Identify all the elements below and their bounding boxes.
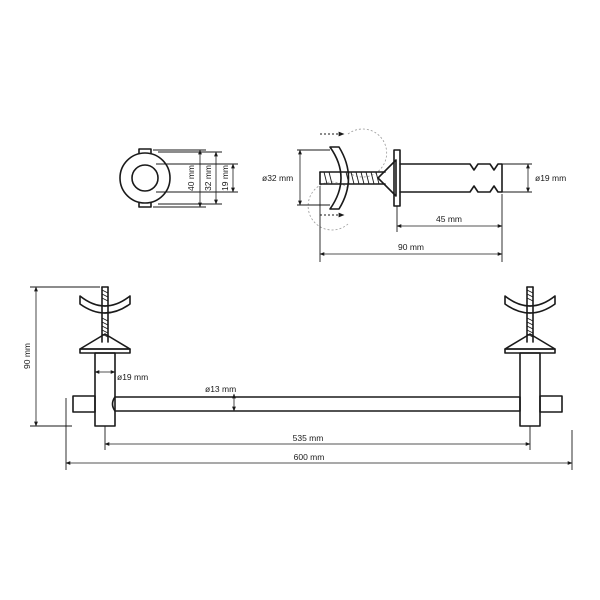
end-view: 40 mm 32 mm 19 mm <box>119 148 238 208</box>
dim-90-side-label: 90 mm <box>398 242 424 252</box>
left-bolt-threads <box>101 289 109 338</box>
end-view-inner-circle <box>131 164 159 192</box>
dim-19-label: 19 mm <box>220 165 230 191</box>
end-view-bottom-tab <box>138 202 152 208</box>
right-end-cap <box>539 395 563 413</box>
dim-600-label: 600 mm <box>294 452 325 462</box>
left-post <box>94 352 116 427</box>
ghost-circle-bottom <box>307 181 349 231</box>
end-view-outer-circle <box>119 152 171 204</box>
dim-13-dia-label: ø13 mm <box>205 384 236 394</box>
left-clamp-piece <box>79 295 131 314</box>
dim-19-dia-front-label: ø19 mm <box>117 372 148 382</box>
end-view-top-tab <box>138 148 152 154</box>
dim-32-label: 32 mm <box>203 165 213 191</box>
towel-bar <box>111 396 521 412</box>
front-view: 90 mm ø19 mm ø13 mm 535 mm 600 mm <box>22 286 573 470</box>
dim-40-label: 40 mm <box>186 165 196 191</box>
right-cone <box>504 333 556 350</box>
dim-19-dia-side-label: ø19 mm <box>535 173 566 183</box>
dim-90-front-label: 90 mm <box>22 343 32 369</box>
ghost-circle-top <box>347 128 387 178</box>
right-post <box>519 352 541 427</box>
side-view: ø32 mm ø19 mm 45 mm 90 mm <box>262 128 566 262</box>
dim-535-label: 535 mm <box>293 433 324 443</box>
right-fitting <box>504 286 563 427</box>
right-clamp-piece <box>504 295 556 314</box>
left-fitting <box>72 286 131 427</box>
left-end-cap <box>72 395 96 413</box>
side-post <box>399 163 503 193</box>
side-flange <box>393 149 401 207</box>
dim-45-label: 45 mm <box>436 214 462 224</box>
side-clamp-piece <box>329 146 350 210</box>
left-cone <box>79 333 131 350</box>
side-cone <box>377 159 397 197</box>
dim-32-dia-label: ø32 mm <box>262 173 293 183</box>
